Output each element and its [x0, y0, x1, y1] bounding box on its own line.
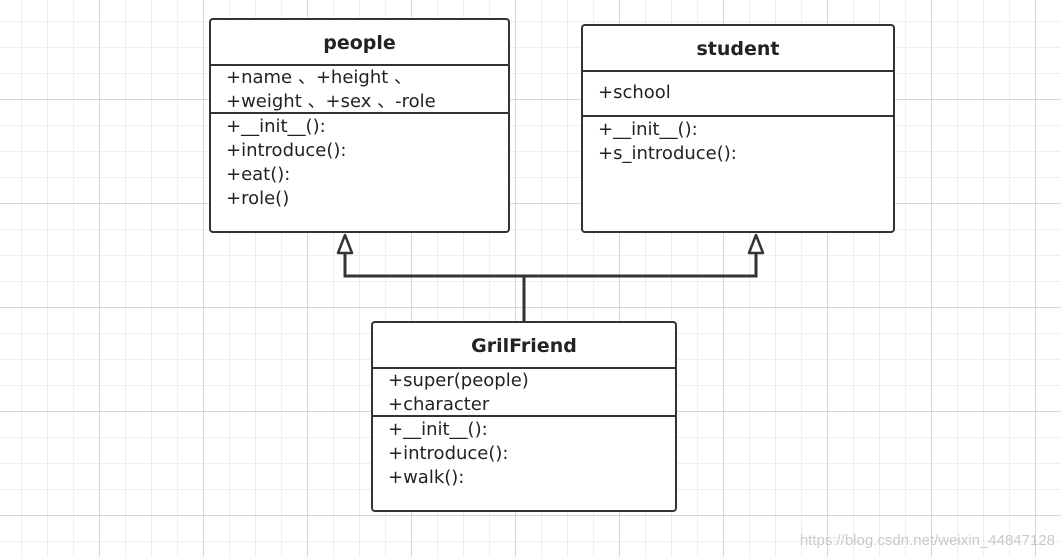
attribute-line: +character: [388, 394, 490, 415]
watermark: https://blog.csdn.net/weixin_44847128: [799, 532, 1055, 549]
method-line: +walk():: [388, 467, 465, 488]
attribute-line: +name 、+height 、: [226, 67, 413, 88]
generalization-arrowhead-student: [747, 233, 765, 255]
class-box-student[interactable]: student +school +__init__(): +s_introduc…: [581, 24, 895, 233]
class-methods: +__init__(): +introduce(): +eat(): +role…: [211, 114, 508, 211]
method-line: +eat():: [226, 164, 291, 185]
inheritance-line-to-people: [343, 252, 524, 278]
method-line: +role(): [226, 188, 290, 209]
method-line: +__init__():: [598, 119, 698, 140]
class-attributes: +name 、+height 、 +weight 、+sex 、-role: [211, 66, 508, 114]
method-line: +s_introduce():: [598, 143, 737, 164]
class-box-grilfriend[interactable]: GrilFriend +super(people) +character +__…: [371, 321, 677, 512]
attribute-line: +super(people): [388, 370, 529, 391]
inheritance-line-to-student: [524, 252, 758, 278]
class-box-people[interactable]: people +name 、+height 、 +weight 、+sex 、-…: [209, 18, 510, 233]
method-line: +__init__():: [388, 419, 488, 440]
generalization-arrowhead-people: [336, 233, 354, 255]
class-name: student: [583, 26, 893, 72]
method-line: +introduce():: [388, 443, 509, 464]
attribute-line: +school: [598, 82, 671, 103]
class-methods: +__init__(): +s_introduce():: [583, 117, 893, 166]
class-attributes: +super(people) +character: [373, 369, 675, 417]
method-line: +introduce():: [226, 140, 347, 161]
attribute-line: +weight 、+sex 、-role: [226, 91, 436, 112]
class-methods: +__init__(): +introduce(): +walk():: [373, 417, 675, 490]
class-name: people: [211, 20, 508, 66]
class-attributes: +school: [583, 72, 893, 117]
method-line: +__init__():: [226, 116, 326, 137]
class-name: GrilFriend: [373, 323, 675, 369]
